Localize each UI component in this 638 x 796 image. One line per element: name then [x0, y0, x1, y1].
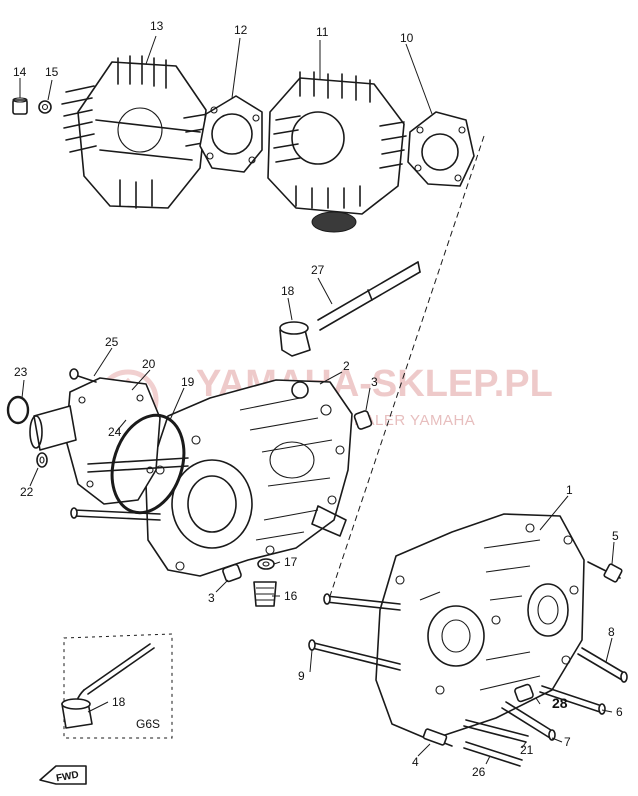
callout-1: 1 — [566, 483, 573, 497]
breather-cap — [279, 321, 311, 357]
o-ring-small — [38, 100, 52, 114]
callout-labels: 13 12 11 10 14 15 27 18 2 3 25 20 19 23 … — [13, 19, 623, 779]
o-ring-large — [110, 413, 186, 515]
oil-pipe — [317, 261, 421, 331]
bolt-26 — [463, 741, 523, 767]
callout-18-top: 18 — [281, 284, 295, 298]
bolt-9 — [308, 639, 401, 671]
callout-22: 22 — [20, 485, 34, 499]
callout-21: 21 — [520, 743, 534, 757]
left-crankcase — [145, 379, 353, 577]
dowel-28 — [514, 683, 534, 703]
fwd-marker: FWD — [39, 765, 87, 785]
assembly-guide-line — [329, 135, 485, 597]
callout-6: 6 — [616, 705, 623, 719]
callout-3-bottom: 3 — [208, 591, 215, 605]
drain-plug-16 — [253, 581, 277, 607]
callout-17: 17 — [284, 555, 298, 569]
callout-2: 2 — [343, 359, 350, 373]
washer-17 — [257, 558, 275, 570]
callout-10: 10 — [400, 31, 414, 45]
bolt-5 — [587, 561, 623, 583]
dowel-3-top — [353, 410, 373, 430]
bolt-upper-left — [323, 593, 401, 611]
callout-27: 27 — [311, 263, 325, 277]
callout-13: 13 — [150, 19, 164, 33]
callout-24: 24 — [108, 425, 122, 439]
long-bolt-left — [70, 507, 161, 521]
inset-g6s: G6S — [61, 633, 173, 739]
bolt-4 — [422, 728, 453, 747]
dowel-3-bottom — [222, 563, 242, 583]
callout-26: 26 — [472, 765, 486, 779]
callout-8: 8 — [608, 625, 615, 639]
left-cylinder-head — [61, 55, 211, 209]
o-ring-23 — [6, 395, 30, 425]
screw-25 — [69, 368, 97, 383]
bolt-8 — [577, 647, 628, 683]
right-crankcase — [375, 513, 585, 741]
washer-22 — [36, 452, 48, 468]
callout-25: 25 — [105, 335, 119, 349]
callout-3-top: 3 — [371, 375, 378, 389]
right-cylinder — [267, 71, 407, 233]
bolt-21 — [463, 719, 529, 743]
inset-label: G6S — [136, 717, 160, 731]
svg-text:FWD: FWD — [55, 770, 79, 785]
dowel-pin — [12, 97, 28, 115]
callout-18-inset: 18 — [112, 695, 126, 709]
callout-5: 5 — [612, 529, 619, 543]
callout-14: 14 — [13, 65, 27, 79]
bolt-7 — [501, 701, 556, 741]
leader-lines — [19, 35, 615, 765]
bolt-6 — [539, 685, 606, 715]
base-gasket — [407, 111, 475, 187]
callout-19: 19 — [181, 375, 195, 389]
callout-9: 9 — [298, 669, 305, 683]
crankcase-cover-plate — [29, 377, 189, 505]
callout-7: 7 — [564, 735, 571, 749]
callout-11: 11 — [316, 25, 329, 39]
head-gasket — [199, 95, 263, 173]
callout-23: 23 — [14, 365, 28, 379]
callout-20: 20 — [142, 357, 156, 371]
callout-15: 15 — [45, 65, 59, 79]
callout-12: 12 — [234, 23, 248, 37]
callout-4: 4 — [412, 755, 419, 769]
callout-16: 16 — [284, 589, 298, 603]
callout-28: 28 — [552, 695, 568, 711]
